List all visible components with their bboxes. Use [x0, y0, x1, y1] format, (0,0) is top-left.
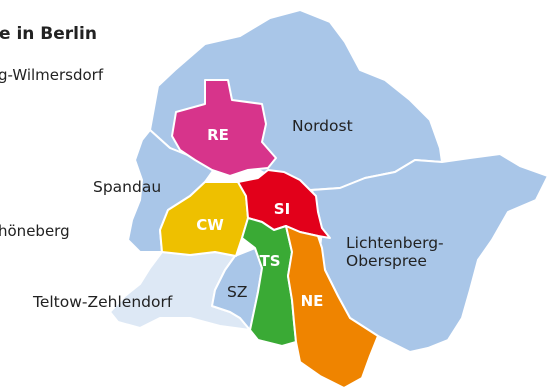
district-ne[interactable]	[285, 225, 379, 389]
legend-line-schoeneberg: höneberg	[0, 222, 70, 240]
label-teltow-zehlendorf: Teltow-Zehlendorf	[32, 293, 173, 311]
legend-line-wilmersdorf: g-Wilmersdorf	[0, 66, 104, 84]
label-si: SI	[274, 200, 290, 218]
label-nordost: Nordost	[292, 117, 353, 135]
label-sz: SZ	[227, 283, 247, 301]
label-cw: CW	[196, 216, 224, 234]
label-spandau: Spandau	[93, 178, 161, 196]
label-lichtenberg-2: Oberspree	[346, 252, 427, 270]
district-re[interactable]	[171, 79, 277, 177]
map-title: e in Berlin	[0, 24, 97, 44]
label-ts: TS	[259, 252, 280, 270]
label-re: RE	[207, 126, 229, 144]
label-lichtenberg-1: Lichtenberg-	[346, 234, 444, 252]
region-lichtenberg-oberspree[interactable]	[311, 153, 549, 353]
label-ne: NE	[301, 292, 324, 310]
